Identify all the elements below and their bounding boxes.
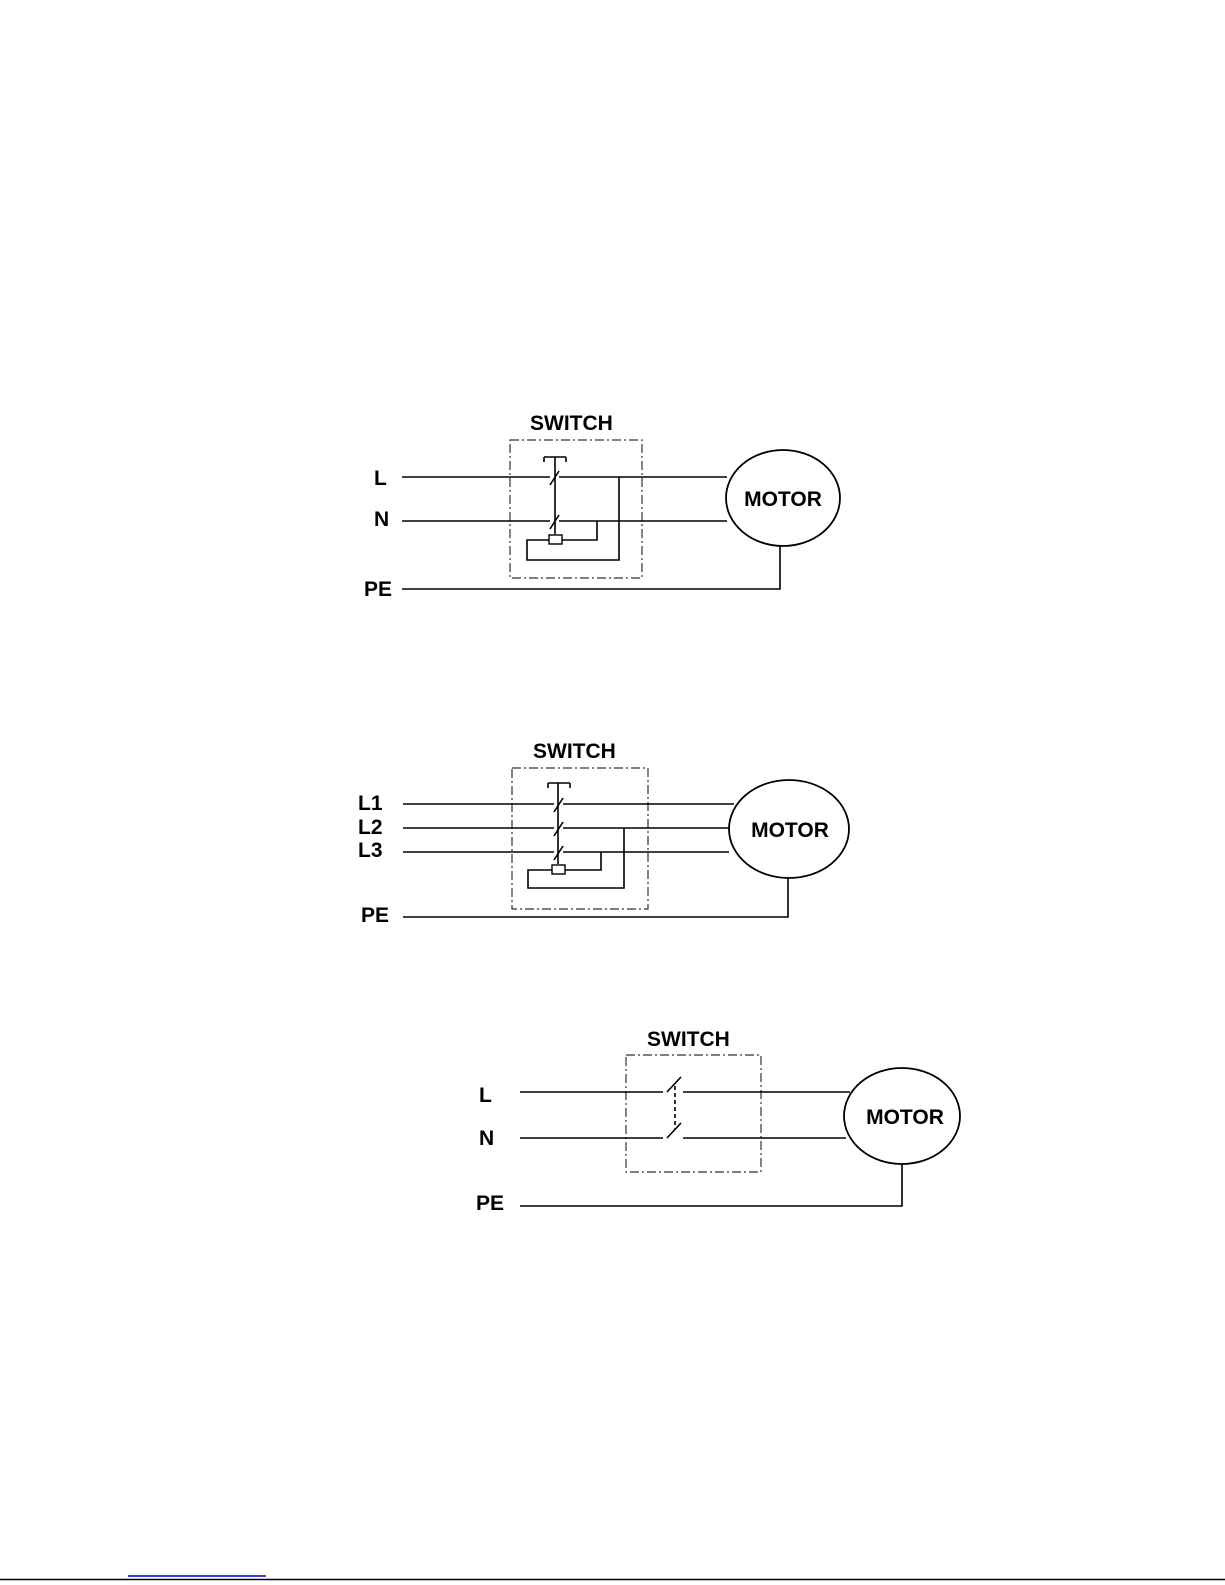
line-label-n: N (479, 1127, 494, 1150)
line-label-l: L (374, 467, 387, 490)
line-label-l: L (479, 1084, 492, 1107)
diagram-single-phase-simple: SWITCH L N PE MOTOR (476, 1028, 960, 1215)
trip-coil (552, 865, 565, 874)
earth-label-pe: PE (361, 904, 389, 927)
wire-pe (402, 546, 780, 589)
switch-label: SWITCH (647, 1028, 730, 1051)
motor-label: MOTOR (744, 488, 822, 511)
motor-label: MOTOR (751, 819, 829, 842)
line-label-l2: L2 (358, 816, 383, 839)
switch-label: SWITCH (533, 740, 616, 763)
coil-loop-l2 (528, 828, 624, 888)
earth-label-pe: PE (476, 1192, 504, 1215)
line-label-l1: L1 (358, 792, 383, 815)
wire-pe (403, 878, 788, 917)
switch-label: SWITCH (530, 412, 613, 435)
diagram-three-phase-protected: SWITCH L1 L2 L3 PE MOTOR (358, 740, 849, 927)
coil-loop-l (527, 477, 619, 560)
switch-enclosure (626, 1055, 761, 1172)
coil-loop-l3 (565, 852, 601, 870)
contact-n (667, 1123, 681, 1138)
contact-l (667, 1077, 681, 1092)
diagram-single-phase-protected: SWITCH L N PE MOTOR (364, 412, 840, 601)
motor-label: MOTOR (866, 1106, 944, 1129)
earth-label-pe: PE (364, 578, 392, 601)
line-label-l3: L3 (358, 839, 383, 862)
trip-coil (549, 535, 562, 544)
switch-enclosure (510, 440, 642, 578)
line-label-n: N (374, 508, 389, 531)
wire-pe (520, 1164, 902, 1206)
switch-actuator (544, 457, 566, 534)
coil-loop-n (562, 521, 597, 540)
